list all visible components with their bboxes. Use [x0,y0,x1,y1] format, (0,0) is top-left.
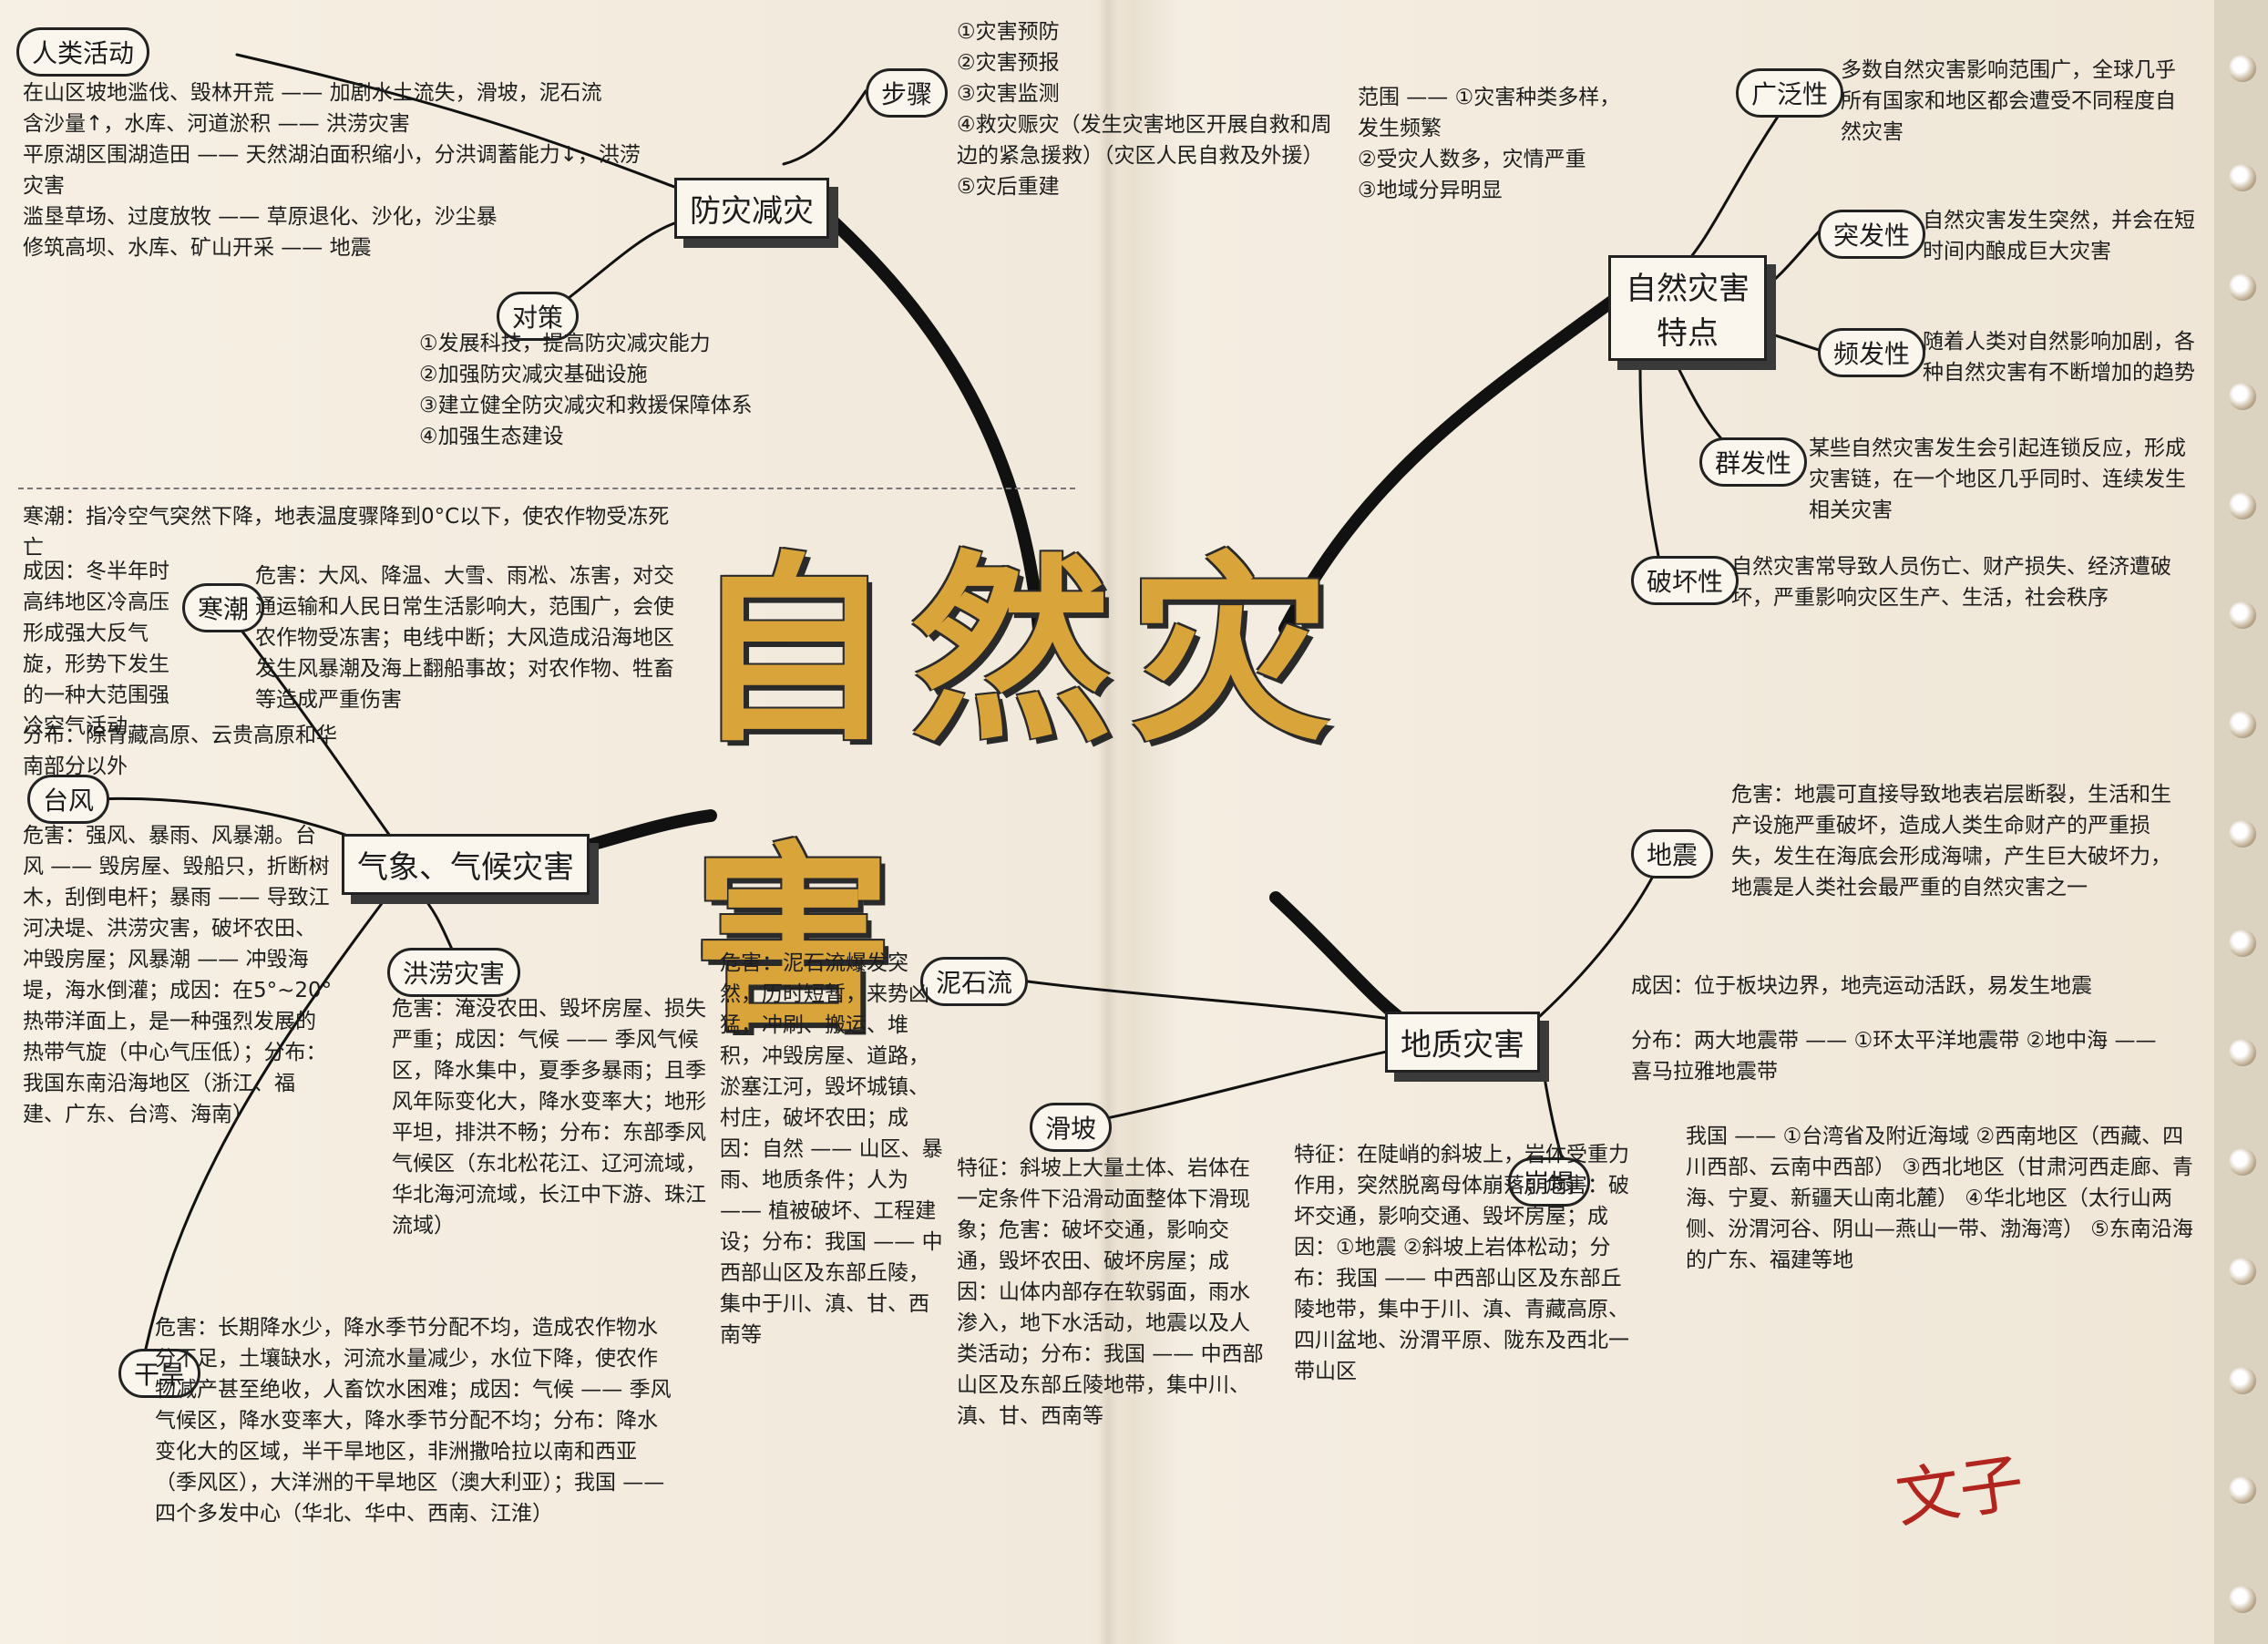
dizhen-dist: 分布：两大地震带 —— ①环太平洋地震带 ②地中海 —— 喜马拉雅地震带 [1631,1029,2157,1084]
buzhou-item: ⑤灾后重建 [957,175,1060,199]
node-bengta[interactable]: 崩塌 [1508,1157,1591,1207]
binding-ring [2229,1586,2256,1613]
node-hongzao[interactable]: 洪涝灾害 [387,948,521,997]
tedian-header-item: 范围 —— ①灾害种类多样，发生频繁 [1358,86,1621,140]
duice-list: ①发展科技，提高防灾减灾能力 ②加强防灾减灾基础设施 ③建立健全防灾减灾和救援保… [419,328,893,452]
duice-item: ①发展科技，提高防灾减灾能力 [419,332,711,355]
hanchao-def: 寒潮：指冷空气突然下降，地表温度骤降到0°C以下，使农作物受冻死亡 [23,505,670,560]
binding-ring [2229,1039,2256,1066]
page-fold [1098,0,1118,1644]
section-divider [18,488,1075,489]
tedian-header-item: ③地域分异明显 [1358,179,1503,202]
node-duice[interactable]: 对策 [497,292,580,341]
node-dizhen[interactable]: 地震 [1631,829,1714,879]
dizhen-harm: 危害：地震可直接导致地表岩层断裂，生活和生产设施严重破坏，造成人类生命财产的严重… [1731,783,2171,899]
buzhou-item: ④救灾赈灾（发生灾害地区开展自救和周边的紧急援救）（灾区人民自救及外援） [957,113,1332,168]
link-hanchao [217,600,394,840]
guangfan-text: 多数自然灾害影响范围广，全球几乎所有国家和地区都会遭受不同程度自然灾害 [1841,58,2176,144]
link-ganhan [144,900,385,1351]
node-hanchao[interactable]: 寒潮 [182,583,265,632]
hanchao-cause: 成因：冬半年时高纬地区冷高压形成强大反气旋，形势下发生的一种大范围强冷空气活动 [23,560,169,738]
buzhou-item: ①灾害预防 [957,20,1060,44]
link-buzhou [782,89,867,166]
nishiliu-text: 危害：泥石流爆发突然，历时短暂，来势凶猛，冲刷、搬运、堆积，冲毁房屋、道路，淤塞… [720,951,943,1347]
branch-dizhi [1269,891,1410,1027]
qunfa-text: 某些自然灾害发生会引起连锁反应，形成灾害链，在一个地区几乎同时、连续发生相关灾害 [1809,437,2186,522]
binding-ring [2229,1148,2256,1176]
spiral-binding [2214,0,2268,1644]
bengta-text: 特征：在陡峭的斜坡上，岩体受重力作用，突然脱离母体崩落；危害：破坏交通，影响交通… [1294,1143,1629,1383]
binding-ring [2229,1258,2256,1285]
renlei-item: 滥垦草场、过度放牧 —— 草原退化、沙化，沙尘暴 [23,205,498,229]
binding-ring [2229,930,2256,957]
renlei-list: 在山区坡地滥伐、毁林开荒 —— 加剧水土流失，滑坡，泥石流 含沙量↑，水库、河道… [23,77,652,263]
binding-ring [2229,383,2256,410]
duice-item: ③建立健全防灾减灾和救援保障体系 [419,394,753,417]
node-tedian[interactable]: 自然灾害 特点 [1608,255,1767,361]
branch-tedian [1278,294,1619,635]
tedian-header-item: ②受灾人数多，灾情严重 [1358,148,1586,171]
node-nishiliu[interactable]: 泥石流 [920,957,1029,1006]
node-huapo[interactable]: 滑坡 [1030,1103,1113,1152]
node-qunfa[interactable]: 群发性 [1699,437,1808,487]
binding-ring [2229,601,2256,629]
node-dizhi[interactable]: 地质灾害 [1385,1012,1540,1073]
renlei-item: 含沙量↑，水库、河道淤积 —— 洪涝灾害 [23,112,410,136]
binding-ring [2229,164,2256,191]
link-duice [563,221,676,303]
binding-ring [2229,55,2256,82]
tedian-header: 范围 —— ①灾害种类多样，发生频繁 ②受灾人数多，灾情严重 ③地域分异明显 [1358,82,1631,206]
node-ganhan[interactable]: 干旱 [118,1349,201,1398]
tufa-text: 自然灾害发生突然，并会在短时间内酿成巨大灾害 [1923,209,2195,263]
node-qixiang[interactable]: 气象、气候灾害 [342,834,590,895]
renlei-item: 平原湖区围湖造田 —— 天然湖泊面积缩小，分洪调蓄能力↓，洪涝灾害 [23,143,641,198]
node-guangfan[interactable]: 广泛性 [1736,68,1844,118]
link-renlei [235,53,676,189]
hongzao-text: 危害：淹没农田、毁坏房屋、损失严重；成因：气候 —— 季风气候区，降水集中，夏季… [392,997,706,1238]
renlei-item: 修筑高坝、水库、矿山开采 —— 地震 [23,236,372,260]
central-title: 自然灾害 [693,532,1350,1058]
binding-ring [2229,711,2256,738]
huapo-text: 特征：斜坡上大量土体、岩体在一定条件下沿滑动面整体下滑现象；危害：破坏交通，影响… [957,1156,1264,1428]
dizhen-cn: 我国 —— ①台湾省及附近海域 ②西南地区（西藏、四川西部、云南中西部） ③西北… [1686,1125,2193,1272]
node-tufa[interactable]: 突发性 [1818,210,1926,259]
buzhou-item: ③灾害监测 [957,82,1060,106]
node-renlei[interactable]: 人类活动 [16,27,150,77]
binding-ring [2229,273,2256,301]
branch-fangzai [814,203,1045,635]
link-dizhen [1538,864,1660,1018]
binding-ring [2229,820,2256,848]
ganhan-text: 危害：长期降水少，降水季节分配不均，造成农作物水分不足，土壤缺水，河流水量减少，… [155,1316,672,1526]
renlei-item: 在山区坡地滥伐、毁林开荒 —— 加剧水土流失，滑坡，泥石流 [23,81,602,105]
node-pinfa[interactable]: 频发性 [1818,328,1926,377]
buzhou-item: ②灾害预报 [957,51,1060,75]
node-taifeng[interactable]: 台风 [27,775,110,824]
node-buzhou[interactable]: 步骤 [866,68,949,118]
link-nishiliu [982,973,1405,1022]
node-fangzai[interactable]: 防灾减灾 [674,178,829,239]
buzhou-list: ①灾害预防 ②灾害预报 ③灾害监测 ④救灾赈灾（发生灾害地区开展自救和周边的紧急… [957,16,1339,202]
binding-ring [2229,1367,2256,1394]
node-pohuai[interactable]: 破坏性 [1631,556,1739,605]
binding-ring [2229,492,2256,519]
hanchao-dist: 分布：除青藏高原、云贵高原和华南部分以外 [23,724,337,778]
duice-item: ④加强生态建设 [419,425,564,448]
link-huapo [1092,1046,1405,1123]
taifeng-text: 危害：强风、暴雨、风暴潮。台风 —— 毁房屋、毁船只，折断树木，刮倒电杆；暴雨 … [23,824,333,1126]
link-guangfan [1675,89,1797,275]
author-signature: 文子 [1891,1444,2028,1537]
pohuai-text: 自然灾害常导致人员伤亡、财产损失、经济遭破坏，严重影响灾区生产、生活，社会秩序 [1731,555,2171,610]
hanchao-harm: 危害：大风、降温、大雪、雨凇、冻害，对交通运输和人民日常生活影响大，范围广，会使… [255,564,674,712]
link-pohuai [1638,363,1660,558]
binding-ring [2229,1476,2256,1504]
pinfa-text: 随着人类对自然影响加剧，各种自然灾害有不断增加的趋势 [1923,330,2195,385]
dizhen-cause: 成因：位于板块边界，地壳运动活跃，易发生地震 [1631,974,2092,998]
duice-item: ②加强防灾减灾基础设施 [419,363,648,386]
